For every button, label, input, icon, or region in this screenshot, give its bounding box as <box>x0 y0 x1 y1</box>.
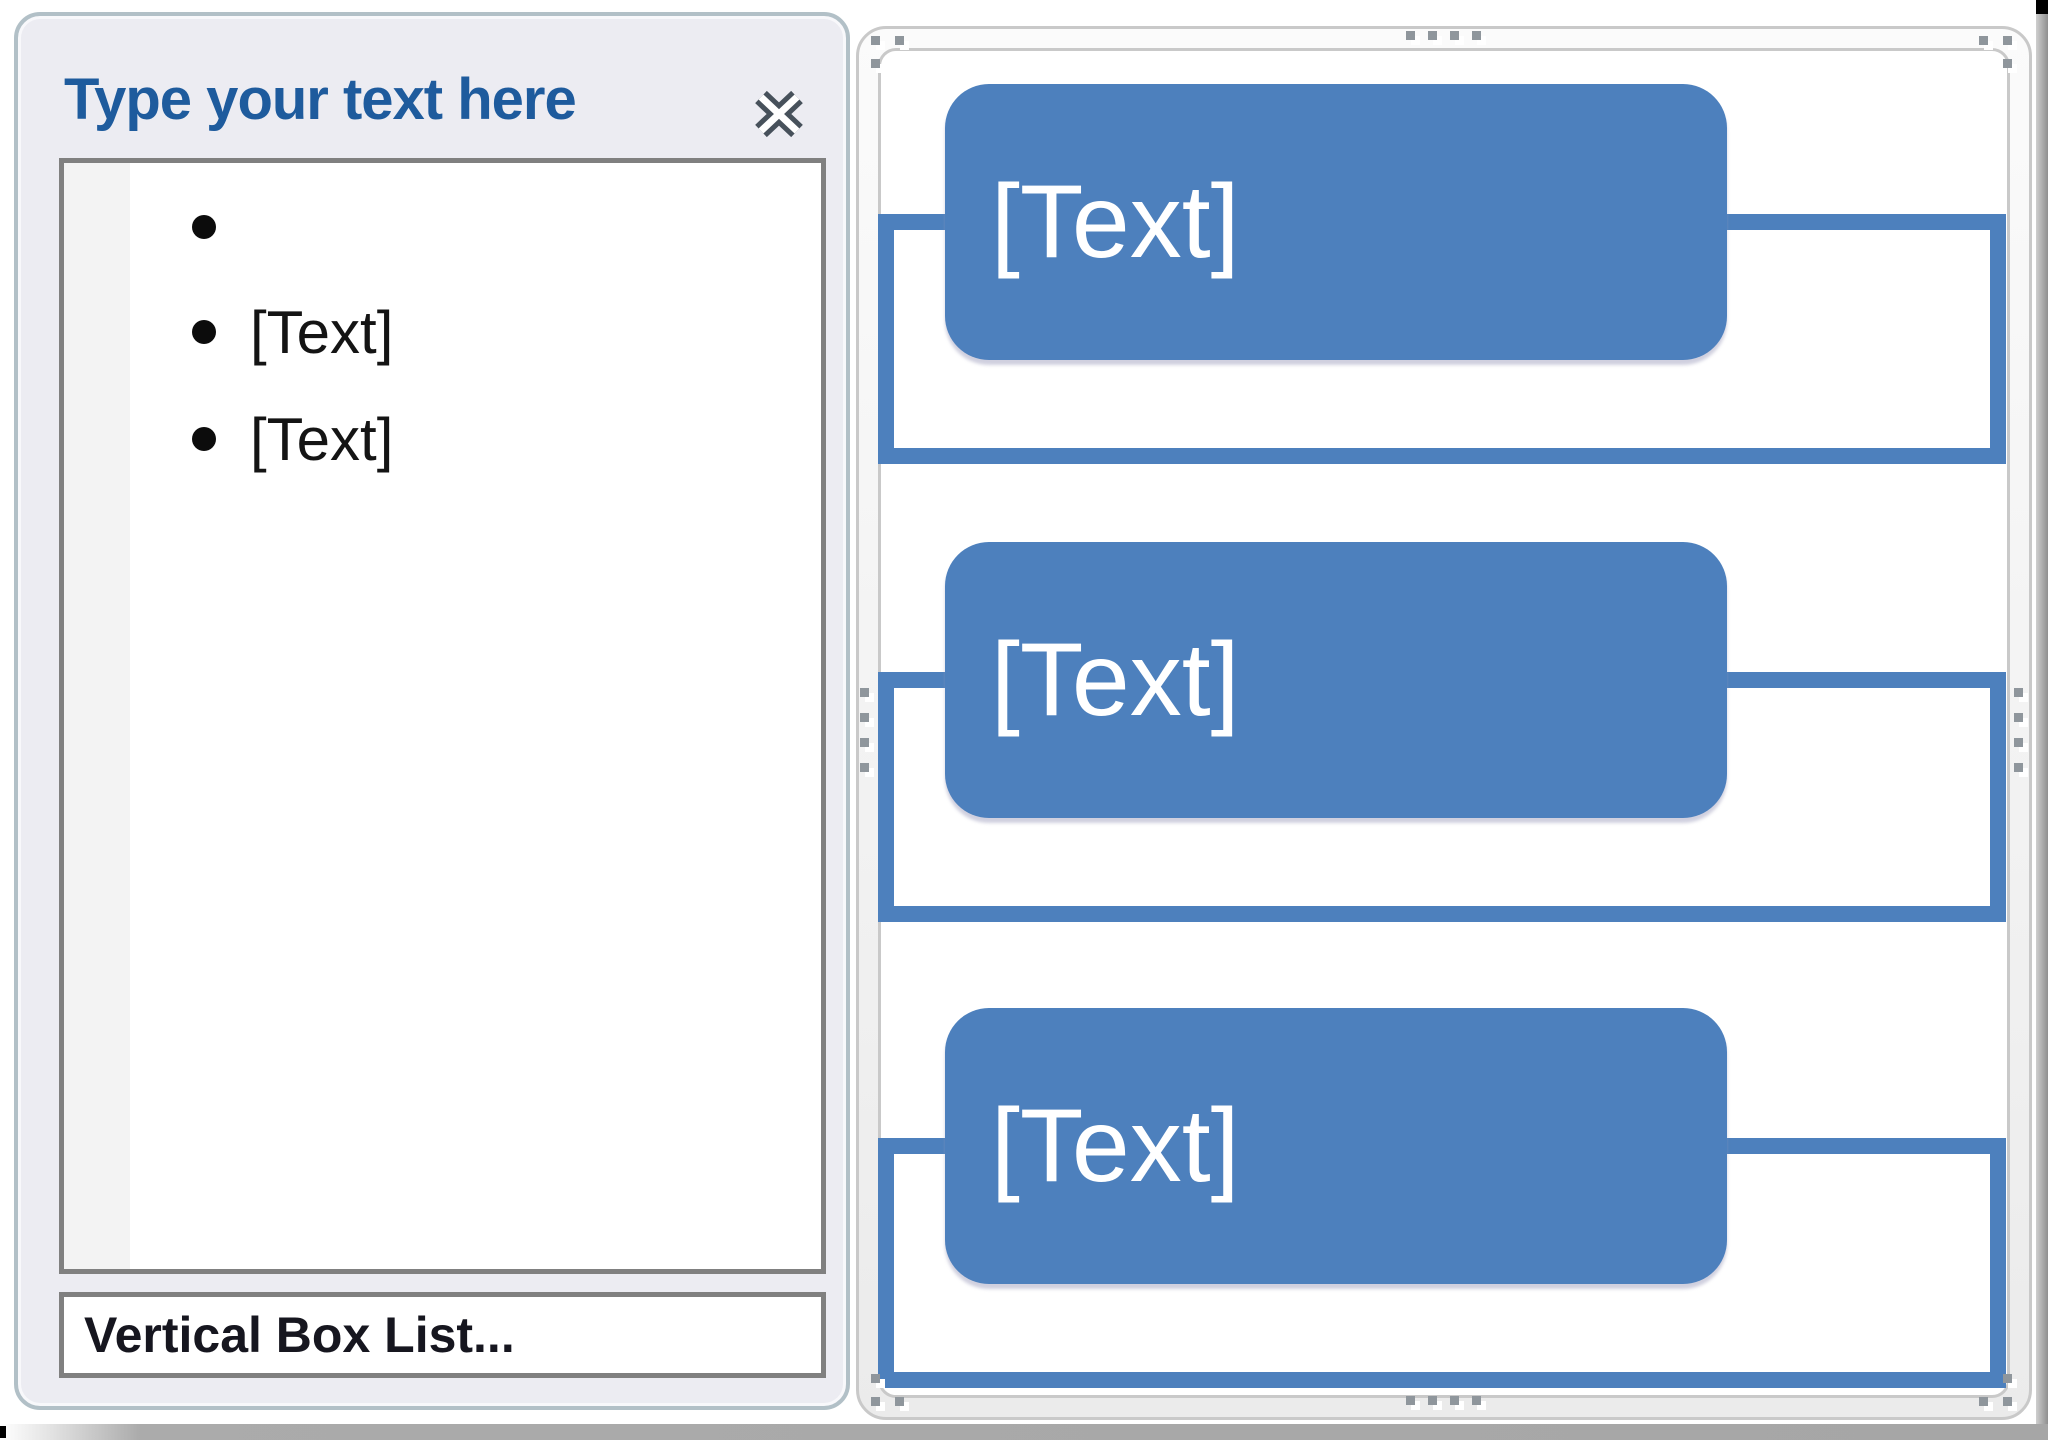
resize-handle-bottom[interactable] <box>1472 1396 1481 1405</box>
resize-handle-left[interactable] <box>860 738 869 747</box>
resize-handle-top-right[interactable] <box>2003 36 2012 45</box>
resize-handle-bottom-right[interactable] <box>2003 1374 2012 1383</box>
shape-text: [Text] <box>991 163 1240 280</box>
resize-handle-top-left[interactable] <box>871 59 880 68</box>
list-item[interactable] <box>64 197 821 257</box>
resize-handle-top-right[interactable] <box>2003 59 2012 68</box>
layout-name-box: Vertical Box List... <box>59 1292 826 1378</box>
resize-handle-bottom[interactable] <box>1428 1396 1437 1405</box>
resize-handle-bottom[interactable] <box>1406 1396 1415 1405</box>
resize-handle-bottom-right[interactable] <box>1979 1397 1988 1406</box>
window-edge-right <box>2036 0 2048 1424</box>
shape-text: [Text] <box>991 621 1240 738</box>
resize-handle-left[interactable] <box>860 763 869 772</box>
resize-handle-top-left[interactable] <box>895 36 904 45</box>
resize-handle-left[interactable] <box>860 713 869 722</box>
smartart-shape[interactable]: [Text] <box>945 542 1727 818</box>
resize-handle-bottom-right[interactable] <box>2003 1397 2012 1406</box>
resize-handle-top[interactable] <box>1406 31 1415 40</box>
layout-name: Vertical Box List... <box>84 1307 515 1363</box>
resize-handle-right[interactable] <box>2014 713 2023 722</box>
resize-handle-top[interactable] <box>1472 31 1481 40</box>
resize-handle-right[interactable] <box>2014 688 2023 697</box>
resize-handle-top[interactable] <box>1428 31 1437 40</box>
smartart-text-pane: Type your text here [Text] [Text] Vertic… <box>14 12 850 1410</box>
list-item[interactable]: [Text] <box>64 299 821 366</box>
window-edge-right-notch <box>2036 0 2048 14</box>
smartart-shape[interactable]: [Text] <box>945 1008 1727 1284</box>
shape-text: [Text] <box>991 1087 1240 1204</box>
list-gutter <box>64 163 130 1269</box>
resize-handle-right[interactable] <box>2014 738 2023 747</box>
bullet-icon <box>192 427 216 451</box>
text-pane-title: Type your text here <box>64 67 577 132</box>
bullet-icon <box>192 320 216 344</box>
list-item-text: [Text] <box>250 405 394 473</box>
list-item-text: [Text] <box>250 298 394 366</box>
resize-handle-bottom-left[interactable] <box>871 1374 880 1383</box>
smartart-shape[interactable]: [Text] <box>945 84 1727 360</box>
resize-handle-bottom[interactable] <box>1450 1396 1459 1405</box>
window-edge-bottom-notch <box>0 1426 6 1438</box>
resize-handle-top-right[interactable] <box>1979 36 1988 45</box>
resize-handle-right[interactable] <box>2014 763 2023 772</box>
close-icon[interactable] <box>749 88 809 140</box>
resize-handle-left[interactable] <box>860 688 869 697</box>
window-edge-bottom <box>0 1424 2048 1440</box>
text-pane-list[interactable]: [Text] [Text] <box>59 158 826 1274</box>
resize-handle-bottom-left[interactable] <box>895 1397 904 1406</box>
resize-handle-bottom-left[interactable] <box>871 1397 880 1406</box>
bullet-icon <box>192 215 216 239</box>
resize-handle-top[interactable] <box>1450 31 1459 40</box>
resize-handle-top-left[interactable] <box>871 36 880 45</box>
list-item[interactable]: [Text] <box>64 406 821 473</box>
